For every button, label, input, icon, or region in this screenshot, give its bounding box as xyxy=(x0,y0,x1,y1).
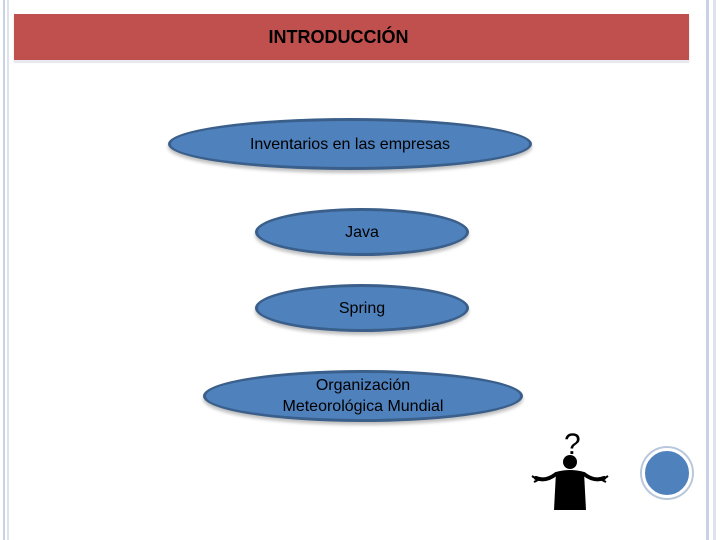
node-spring: Spring xyxy=(255,284,469,332)
slide-title: INTRODUCCIÓN xyxy=(268,26,409,47)
title-bar xyxy=(14,14,689,60)
node-organizacion-label: Organización Meteorológica Mundial xyxy=(282,377,444,415)
question-mark-icon: ? xyxy=(564,428,581,461)
node-java: Java xyxy=(255,208,469,256)
title-divider xyxy=(14,60,689,63)
decorative-circle xyxy=(642,448,692,498)
confused-person-icon: ? xyxy=(531,428,609,510)
node-inventarios: Inventarios en las empresas xyxy=(168,118,532,170)
slide-frame-right xyxy=(686,0,720,540)
node-organizacion: Organización Meteorológica Mundial xyxy=(203,370,523,422)
slide-frame-left xyxy=(0,0,10,540)
